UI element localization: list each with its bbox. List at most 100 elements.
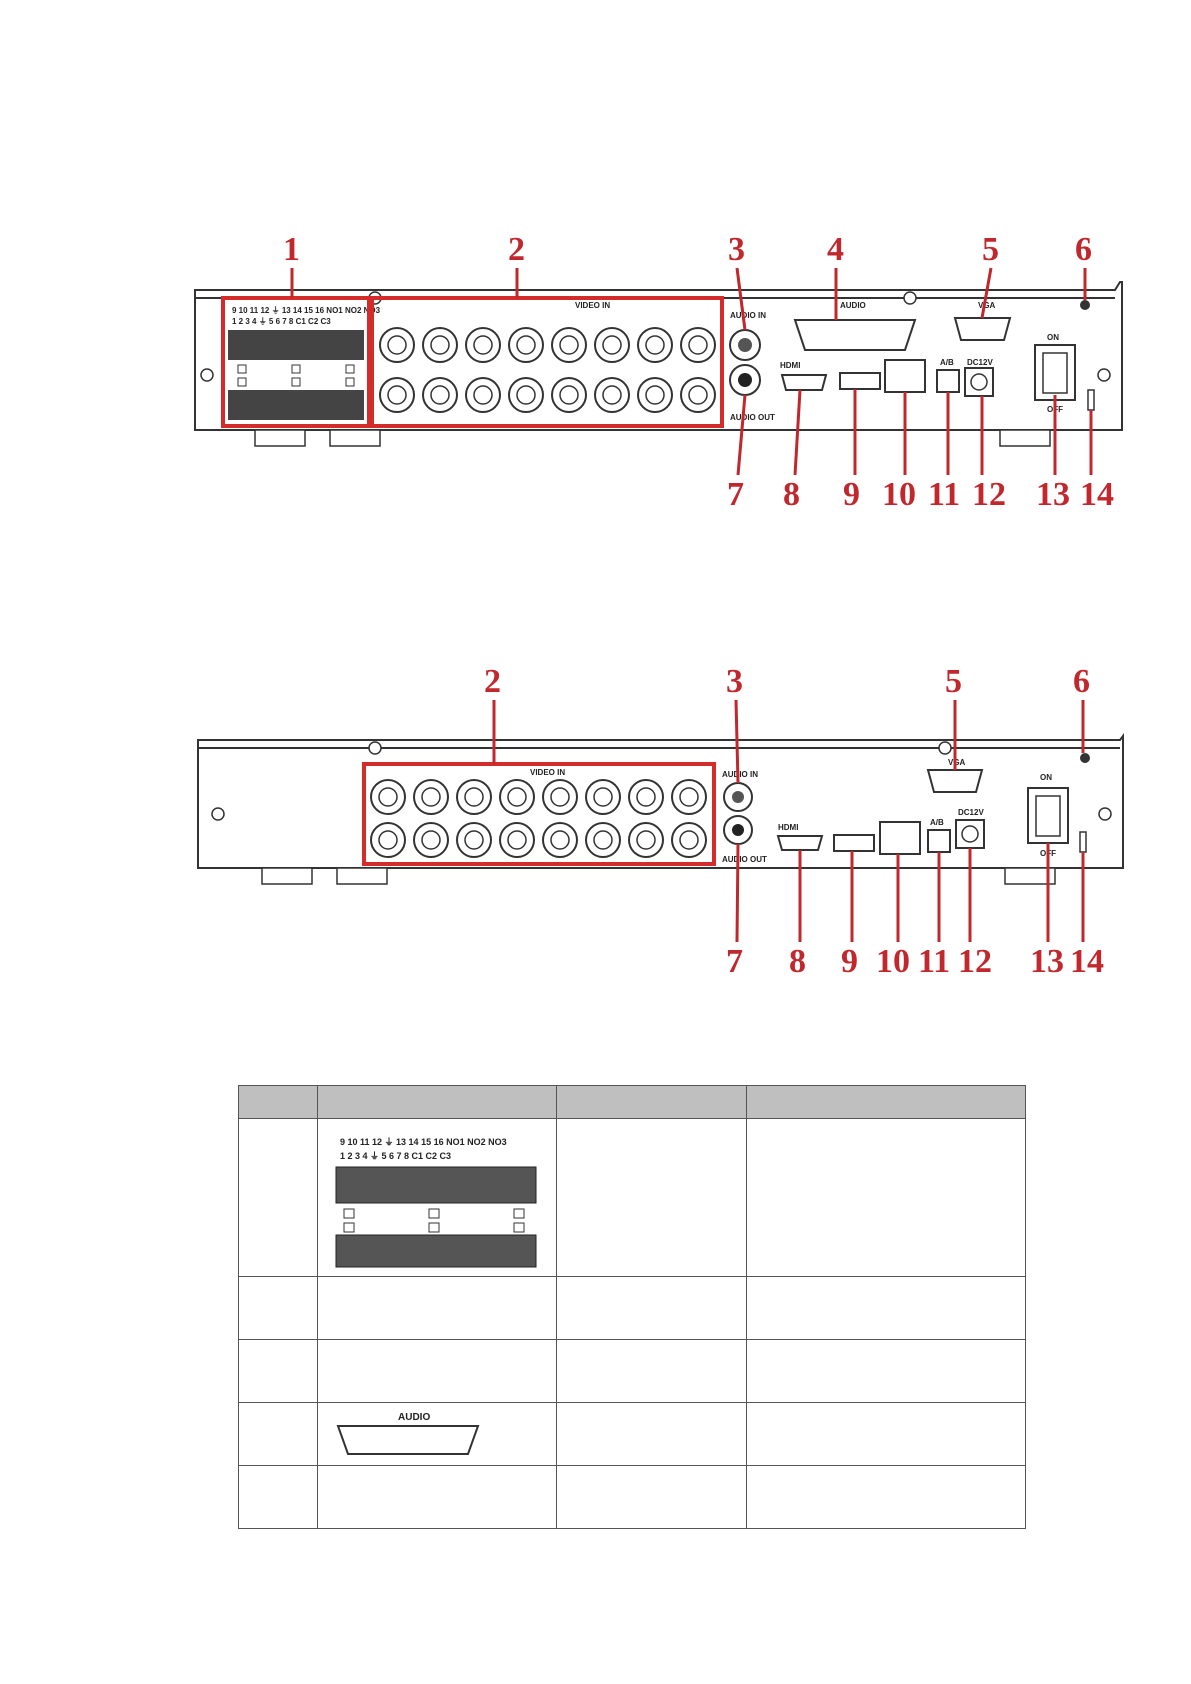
terminal-row-bottom (228, 390, 364, 420)
table-cell (555, 1465, 748, 1529)
chassis-outline (197, 733, 1124, 869)
on-label: ON (1047, 333, 1059, 342)
audio-in-label: AUDIO IN (722, 770, 758, 779)
highlight-box-2 (362, 762, 716, 866)
header-cell (316, 1085, 557, 1119)
video-in-label: VIDEO IN (575, 301, 610, 310)
hdmi-port (780, 374, 828, 391)
header-cell (746, 1085, 1026, 1119)
rear-panel-figure-2: VIDEO IN AUDIO IN AUDIO OUT VGA HDMI A/B… (0, 650, 1191, 990)
dc-label: DC12V (958, 808, 984, 817)
callout-11: 11 (928, 476, 960, 513)
vga-connector (953, 317, 1012, 341)
callout-8: 8 (783, 476, 800, 513)
rj45-port (884, 359, 926, 393)
video-in-label: VIDEO IN (530, 768, 565, 777)
table-cell (746, 1339, 1026, 1403)
dc-label: DC12V (967, 358, 993, 367)
highlight-box-2 (370, 296, 724, 428)
video-in-connectors: VIDEO IN (370, 768, 707, 858)
table-cell: 9 10 11 12 ⏚ 13 14 15 16 NO1 NO2 NO3 1 2… (316, 1118, 557, 1277)
callout-2: 2 (508, 231, 525, 268)
screw-icon (903, 291, 917, 305)
audio-connector-label: AUDIO (398, 1412, 430, 1423)
foot (336, 867, 388, 885)
callout-7: 7 (726, 943, 743, 980)
foot (329, 429, 381, 447)
ab-label: A/B (940, 358, 954, 367)
usb-port (839, 372, 881, 390)
table-cell (316, 1339, 557, 1403)
audio-out-label: AUDIO OUT (730, 413, 775, 422)
table-cell (238, 1465, 318, 1529)
table-header-row (238, 1085, 1026, 1119)
rs485-terminal (927, 829, 951, 853)
audio-in-label: AUDIO IN (730, 311, 766, 320)
callout-8: 8 (789, 943, 806, 980)
vga-label: VGA (978, 301, 996, 310)
callout-3: 3 (726, 663, 743, 700)
on-label: ON (1040, 773, 1052, 782)
table-cell (238, 1402, 318, 1466)
ground-screw-icon (1080, 753, 1090, 763)
terminal-row-top (228, 330, 364, 360)
header-cell (555, 1085, 748, 1119)
callout-13: 13 (1030, 943, 1064, 980)
callout-5: 5 (945, 663, 962, 700)
callout-12: 12 (958, 943, 992, 980)
callout-5: 5 (982, 231, 999, 268)
usb-port (833, 834, 875, 852)
screw-icon (1098, 807, 1112, 821)
callout-6: 6 (1075, 231, 1092, 268)
callout-14: 14 (1080, 476, 1114, 513)
table-row: AUDIO (238, 1402, 1026, 1466)
ab-label: A/B (930, 818, 944, 827)
callout-10: 10 (882, 476, 916, 513)
table-cell (746, 1276, 1026, 1340)
screw-icon (1097, 368, 1111, 382)
table-cell (316, 1276, 557, 1340)
alarm-top-label: 9 10 11 12 ⏚ 13 14 15 16 NO1 NO2 NO3 (340, 1137, 507, 1147)
highlight-box-1 (221, 296, 371, 428)
callout-2: 2 (484, 663, 501, 700)
table-cell (555, 1276, 748, 1340)
callout-11: 11 (918, 943, 950, 980)
screw-icon (211, 807, 225, 821)
chassis-outline (194, 281, 1123, 431)
table-cell (238, 1118, 318, 1277)
callout-4: 4 (827, 231, 844, 268)
rear-panel-figure-1: 9 10 11 12 ⏚ 13 14 15 16 NO1 NO2 NO3 1 2… (0, 200, 1191, 530)
hdmi-label: HDMI (780, 361, 800, 370)
table-cell (746, 1402, 1026, 1466)
table-cell (316, 1465, 557, 1529)
table-row (238, 1276, 1026, 1340)
rear-panel-drawing-1: 9 10 11 12 ⏚ 13 14 15 16 NO1 NO2 NO3 1 2… (194, 231, 1123, 513)
table-cell (555, 1118, 748, 1277)
alarm-bottom-label: 1 2 3 4 ⏚ 5 6 7 8 C1 C2 C3 (340, 1151, 451, 1161)
table-cell (746, 1465, 1026, 1529)
callout-9: 9 (843, 476, 860, 513)
audio-connector-label: AUDIO (840, 301, 866, 310)
callout-6: 6 (1073, 663, 1090, 700)
vga-connector (926, 769, 984, 793)
table-row (238, 1465, 1026, 1529)
hdmi-port (776, 835, 824, 851)
table-cell: AUDIO (316, 1402, 557, 1466)
video-in-connectors: VIDEO IN (379, 301, 716, 413)
callout-13: 13 (1036, 476, 1070, 513)
vga-label: VGA (948, 758, 966, 767)
callout-3: 3 (728, 231, 745, 268)
table-cell (746, 1118, 1026, 1277)
callout-1: 1 (283, 231, 300, 268)
callout-10: 10 (876, 943, 910, 980)
db25-connector (793, 319, 917, 351)
alarm-top-label: 9 10 11 12 ⏚ 13 14 15 16 NO1 NO2 NO3 (232, 306, 381, 315)
cable-clip (1087, 389, 1095, 411)
callout-12: 12 (972, 476, 1006, 513)
screw-icon (200, 368, 214, 382)
foot (999, 429, 1051, 447)
callout-14: 14 (1070, 943, 1104, 980)
audio-connector-image: AUDIO (336, 1412, 480, 1455)
foot (254, 429, 306, 447)
rj45-port (879, 821, 921, 855)
